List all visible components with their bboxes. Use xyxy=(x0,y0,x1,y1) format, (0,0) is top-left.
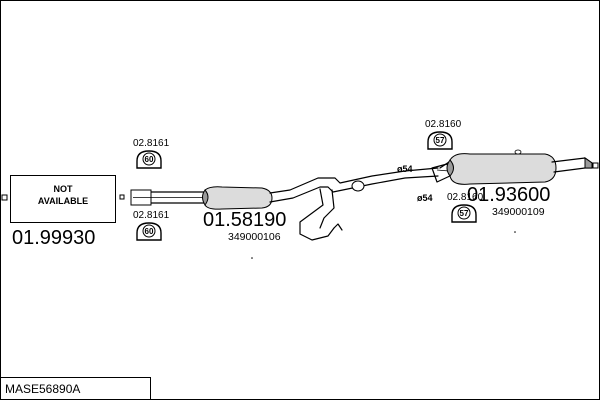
hanger-top-rear: 02.8160 57 xyxy=(425,119,462,150)
dot-mark xyxy=(251,257,253,259)
dot-mark xyxy=(514,231,516,233)
not-available-line2: AVAILABLE xyxy=(38,196,88,206)
hanger-top-rear-size: 57 xyxy=(436,136,445,145)
not-available-line1: NOT xyxy=(54,184,74,194)
rear-muffler xyxy=(446,149,593,185)
right-connector xyxy=(592,162,599,169)
front-pipe-part-number: 01.99930 xyxy=(12,227,95,249)
middle-pipe xyxy=(130,189,211,206)
model-code: MASE56890A xyxy=(5,382,80,396)
hanger-bottom-rear-size: 57 xyxy=(460,209,469,218)
front-pipe-box: NOT AVAILABLE xyxy=(10,175,116,223)
hanger-bottom-rear: 02.8160 57 xyxy=(447,192,484,223)
hanger-bottom-mid-size: 60 xyxy=(145,227,154,236)
hanger-top-mid-size: 60 xyxy=(145,155,154,164)
middle-muffler xyxy=(202,186,273,210)
hanger-bottom-mid-code: 02.8161 xyxy=(133,210,170,221)
diameter-label-lower: ø54 xyxy=(417,193,433,203)
hanger-top-mid: 02.8161 60 xyxy=(133,138,170,169)
model-code-box: MASE56890A xyxy=(0,377,151,400)
front-connector xyxy=(119,194,125,200)
rear-muffler-part-number: 01.93600 xyxy=(467,184,550,206)
hanger-bottom-rear-code: 02.8160 xyxy=(447,192,484,203)
hanger-bottom-mid: 02.8161 60 xyxy=(133,210,170,241)
hanger-top-rear-code: 02.8160 xyxy=(425,119,462,130)
left-connector xyxy=(1,194,8,201)
middle-muffler-part-number: 01.58190 xyxy=(203,209,286,231)
hanger-top-mid-code: 02.8161 xyxy=(133,138,170,149)
connecting-pipe xyxy=(269,167,439,241)
diameter-label-upper: ø54 xyxy=(397,164,413,174)
middle-muffler-oe-number: 349000106 xyxy=(228,231,281,243)
rear-muffler-oe-number: 349000109 xyxy=(492,206,545,218)
